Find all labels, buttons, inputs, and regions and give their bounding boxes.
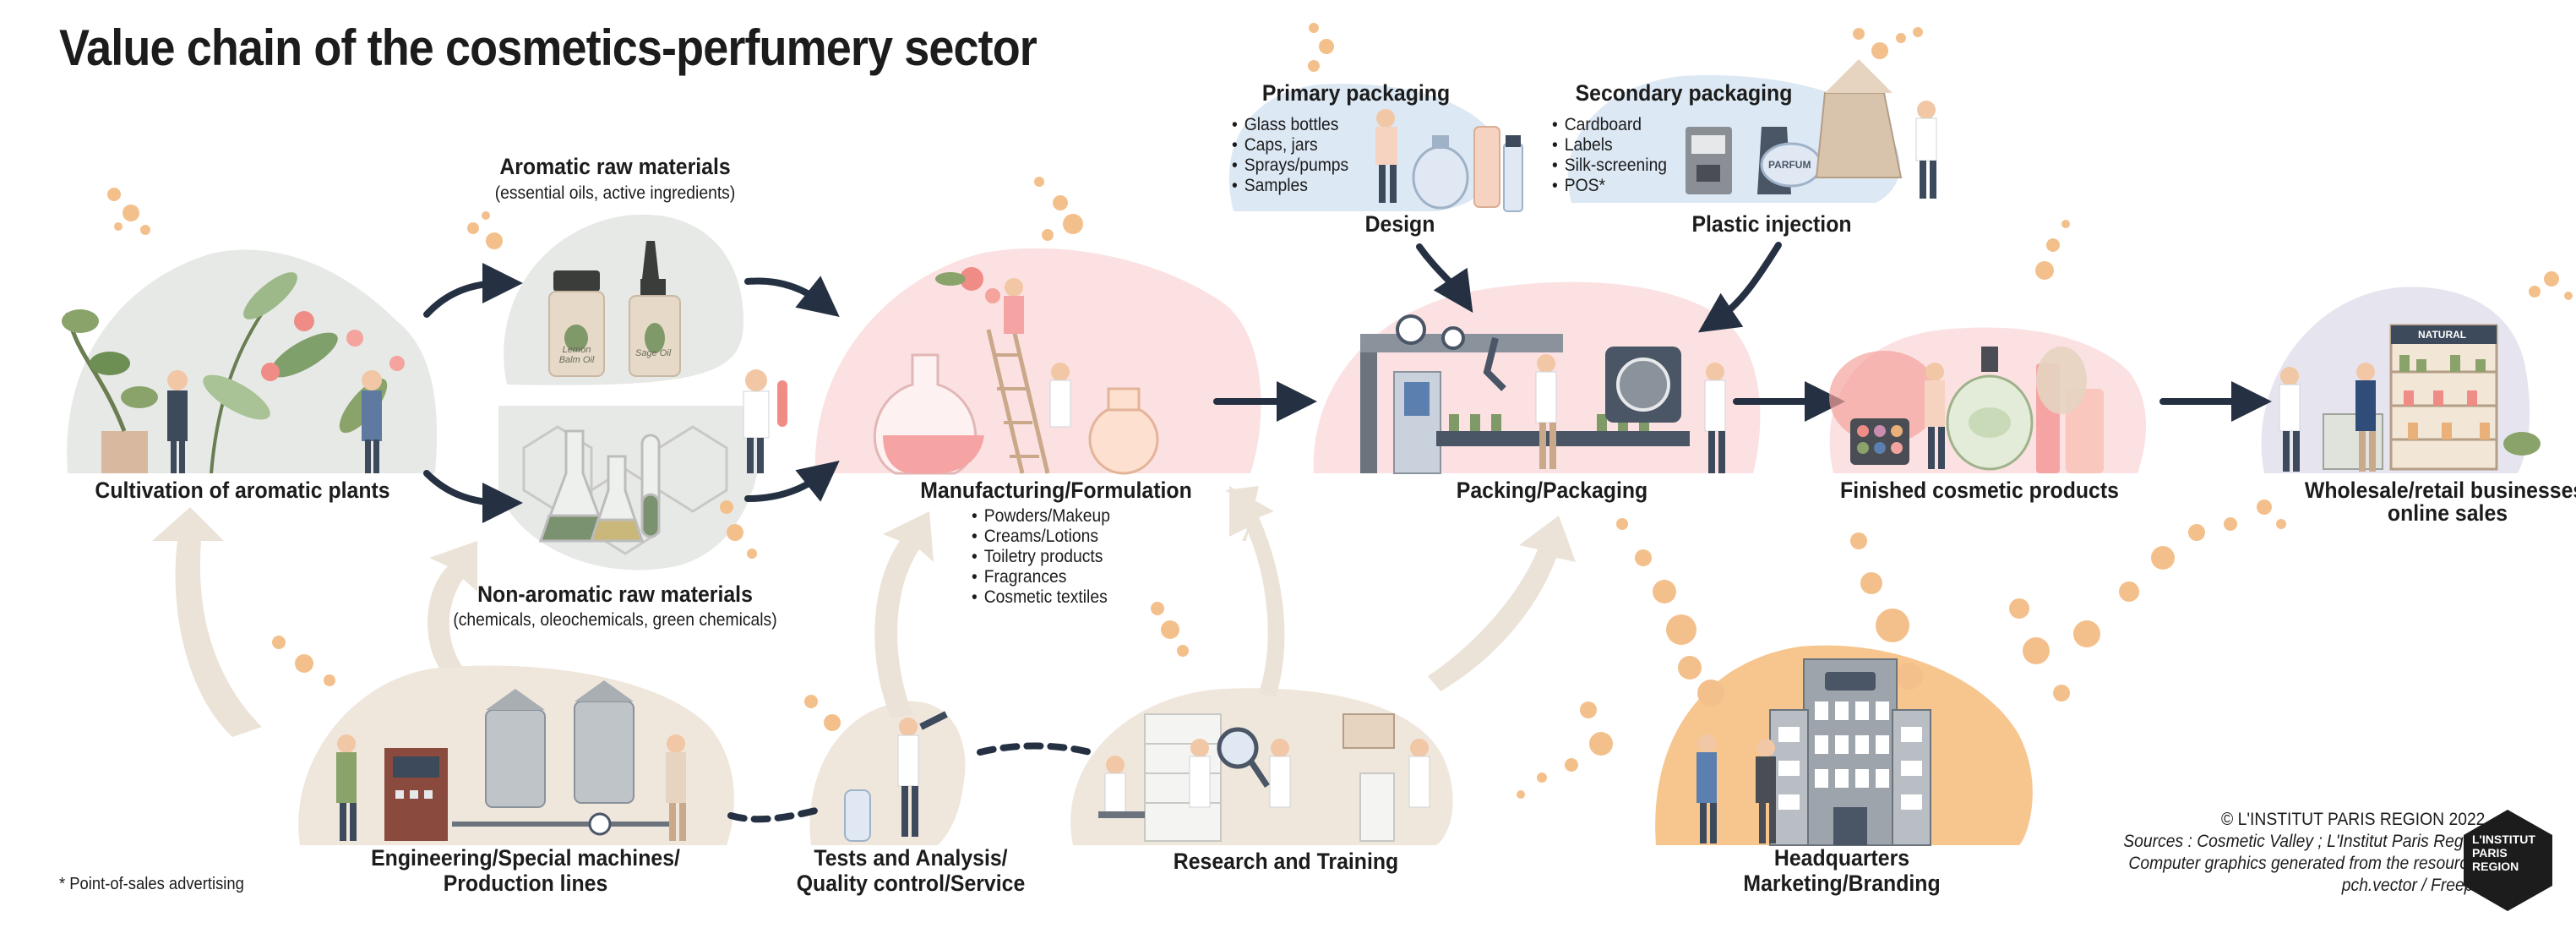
graphics-credit-line1: Computer graphics generated from the res… — [2127, 854, 2485, 873]
label-research: Research and Training — [1173, 849, 1399, 874]
label-tests-line1: Tests and Analysis/ — [814, 845, 1008, 871]
label-secondary-packaging: Secondary packaging — [1575, 80, 1793, 106]
label-packing: Packing/Packaging — [1456, 478, 1648, 503]
list-item: Silk-screening — [1552, 156, 1667, 176]
tests-illustration — [844, 711, 948, 842]
research-illustration — [1098, 713, 1430, 842]
list-item: Caps, jars — [1232, 135, 1348, 156]
page-title: Value chain of the cosmetics-perfumery s… — [59, 19, 1037, 76]
sources: Sources : Cosmetic Valley ; L'Institut P… — [2122, 832, 2485, 851]
footnote: * Point-of-sales advertising — [59, 875, 244, 893]
oil-bottles-illustration — [548, 241, 681, 377]
credits-block: © L'INSTITUT PARIS REGION 2022 Sources :… — [2123, 809, 2485, 897]
list-item: Labels — [1552, 135, 1667, 156]
blob-nonaromatic — [498, 406, 762, 570]
list-item: Powders/Makeup — [972, 506, 1110, 527]
scientist-woman — [743, 369, 787, 473]
packing-machine-illustration — [1360, 314, 1726, 474]
label-retail-line2: online sales — [2387, 500, 2508, 526]
logo-line2: PARIS — [2472, 846, 2508, 860]
bottles-worker-illustration — [1375, 109, 1523, 212]
retail-shop-illustration — [2279, 324, 2541, 472]
manufacturing-illustration — [873, 267, 1159, 475]
list-item: Glass bottles — [1232, 115, 1348, 135]
list-item: Samples — [1232, 176, 1348, 196]
secondary-packaging-list: Cardboard Labels Silk-screening POS* — [1552, 115, 1667, 196]
engineering-illustration — [336, 680, 686, 841]
list-item: Creams/Lotions — [972, 527, 1110, 547]
label-engineering-line2: Production lines — [443, 871, 608, 896]
list-item: Sprays/pumps — [1232, 156, 1348, 176]
label-retail-line1: Wholesale/retail businesses, — [2304, 478, 2576, 503]
primary-packaging-list: Glass bottles Caps, jars Sprays/pumps Sa… — [1232, 115, 1348, 196]
label-plastic-injection: Plastic injection — [1691, 211, 1852, 237]
decorative-dots — [107, 23, 2573, 799]
logo-line1: L'INSTITUT — [2472, 833, 2535, 846]
list-item: Cosmetic textiles — [972, 587, 1110, 608]
graphics-credit-line2: pch.vector / Freepik — [2341, 876, 2485, 895]
label-engineering-line1: Engineering/Special machines/ — [371, 845, 680, 871]
copyright: © L'INSTITUT PARIS REGION 2022 — [2220, 810, 2485, 829]
blob-research — [1070, 688, 1453, 845]
label-nonaromatic-raw-materials: Non-aromatic raw materials — [477, 581, 753, 607]
label-tests-line2: Quality control/Service — [796, 871, 1026, 896]
institut-logo-shape — [2464, 810, 2552, 911]
label-aromatic-raw-materials: Aromatic raw materials — [499, 154, 731, 179]
label-nonaromatic-sub: (chemicals, oleochemicals, green chemica… — [453, 610, 777, 630]
logo-line3: REGION — [2472, 860, 2519, 873]
hq-building-illustration — [1696, 658, 1931, 846]
blob-aromatic — [504, 214, 743, 385]
label-aromatic-sub: (essential oils, active ingredients) — [494, 183, 736, 203]
label-primary-packaging: Primary packaging — [1261, 80, 1451, 106]
boxes-labels-illustration — [1686, 59, 1937, 199]
natural-sign: NATURAL — [2418, 329, 2467, 341]
institut-logo: L'INSTITUT PARIS REGION — [2472, 833, 2535, 873]
label-hq-line2: Marketing/Branding — [1743, 871, 1941, 896]
sage-oil-label: Sage Oil — [635, 348, 672, 358]
label-finished-products: Finished cosmetic products — [1840, 478, 2119, 503]
support-arrows — [152, 486, 1576, 737]
label-hq-line1: Headquarters — [1773, 845, 1910, 871]
label-manufacturing: Manufacturing/Formulation — [920, 478, 1192, 503]
list-item: Cardboard — [1552, 115, 1667, 135]
manufacturing-list: Powders/Makeup Creams/Lotions Toiletry p… — [972, 506, 1110, 608]
label-design: Design — [1364, 211, 1435, 237]
parfum-label: PARFUM — [1768, 159, 1811, 171]
flasks — [538, 429, 661, 543]
dashed-links — [727, 742, 1093, 823]
list-item: Toiletry products — [972, 547, 1110, 567]
lemon-oil-label: Lemon Balm Oil — [558, 345, 595, 365]
finished-products-illustration — [1829, 347, 2104, 473]
plants-illustration — [62, 272, 405, 474]
flow-arrows — [423, 242, 2272, 523]
list-item: POS* — [1552, 176, 1667, 196]
list-item: Fragrances — [972, 567, 1110, 587]
label-cultivation: Cultivation of aromatic plants — [95, 478, 390, 503]
